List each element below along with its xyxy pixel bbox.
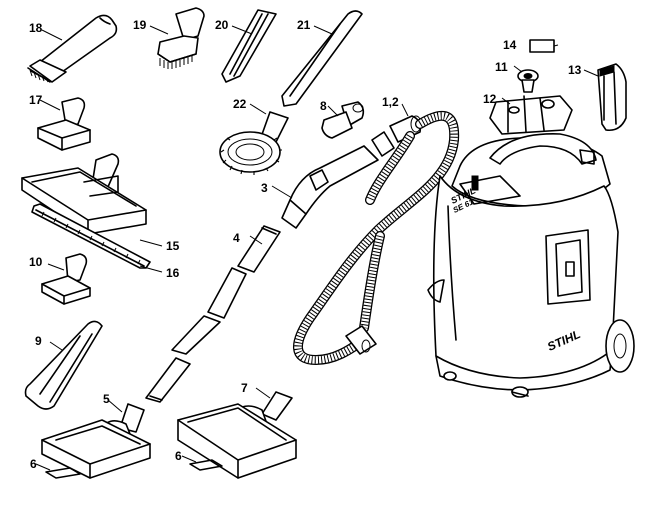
callout-18: 18 [29, 21, 43, 35]
part-17-upholstery-nozzle [37, 97, 91, 151]
part-1-2-suction-hose [293, 110, 460, 365]
callout-1-2: 1,2 [382, 95, 399, 109]
part-9-angled-nozzle [24, 320, 103, 410]
callout-6-right: 6 [175, 449, 182, 463]
callout-9: 9 [35, 334, 42, 348]
part-10-small-nozzle [41, 253, 91, 305]
callout-10: 10 [29, 255, 43, 269]
callout-16: 16 [166, 266, 180, 280]
callout-15: 15 [166, 239, 180, 253]
part-12-filter-cage [489, 95, 573, 135]
part-21-long-crevice [281, 10, 363, 107]
part-19-brush-nozzle [157, 7, 205, 69]
callout-7: 7 [241, 381, 248, 395]
part-5-floor-nozzle-joint [41, 403, 151, 479]
callout-5: 5 [103, 392, 110, 406]
part-8-adapter [321, 101, 365, 139]
part-6-seal-strips [45, 459, 223, 479]
callout-19: 19 [133, 18, 147, 32]
callout-4: 4 [233, 231, 240, 245]
part-18-upholstery-brush [27, 14, 118, 83]
leader-lines [35, 25, 599, 471]
callout-14: 14 [503, 38, 517, 52]
callout-17: 17 [29, 93, 43, 107]
callout-20: 20 [215, 18, 229, 32]
part-20-crevice-tool [221, 9, 277, 83]
part-15-floor-nozzle [21, 153, 147, 235]
callout-22: 22 [233, 97, 247, 111]
callout-13: 13 [568, 63, 582, 77]
callout-8: 8 [320, 99, 327, 113]
part-4-extension-tubes [145, 225, 281, 403]
callout-3: 3 [261, 181, 268, 195]
part-14-label [529, 39, 555, 53]
callout-12: 12 [483, 92, 497, 106]
callout-6-left: 6 [30, 457, 37, 471]
part-11-float-valve [517, 69, 539, 93]
part-22-round-brush [219, 111, 289, 175]
vacuum-cleaner-body: STIHL SE 61 STIHL [427, 133, 635, 398]
part-13-holder-bracket [597, 63, 627, 132]
part-7-combination-nozzle [177, 391, 297, 479]
part-3-handle [281, 131, 395, 229]
callout-11: 11 [495, 60, 508, 74]
callout-21: 21 [297, 18, 311, 32]
